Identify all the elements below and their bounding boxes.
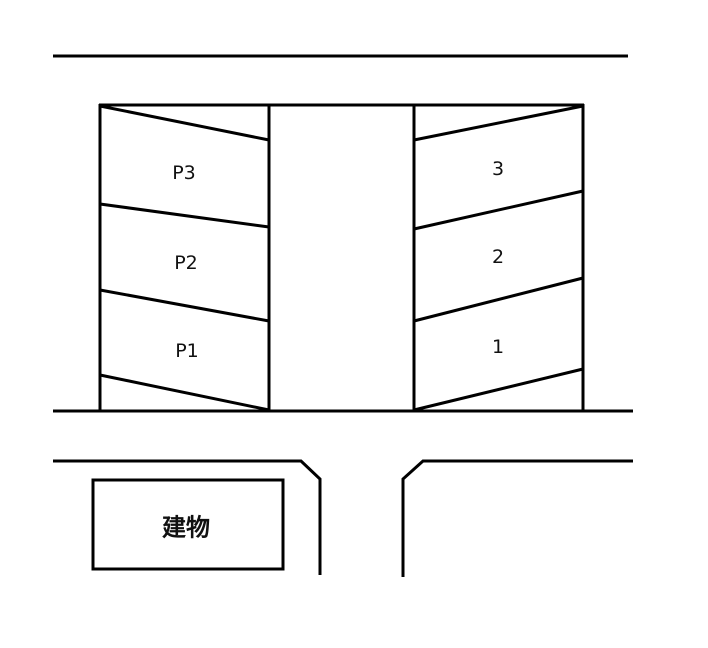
stall-divider xyxy=(99,104,270,142)
stall-divider xyxy=(413,104,584,142)
stall-divider xyxy=(99,288,270,323)
stall-divider xyxy=(413,276,584,323)
stall-divider xyxy=(99,373,270,412)
stall-divider xyxy=(413,367,584,412)
parking-space-p1: P1 xyxy=(175,340,199,362)
parking-space-1: 1 xyxy=(491,336,505,358)
parking-space-2: 2 xyxy=(491,246,505,268)
parking-space-3: 3 xyxy=(491,158,505,180)
stall-divider xyxy=(413,189,584,231)
lot-edge-lower-left xyxy=(53,459,322,575)
parking-space-p2: P2 xyxy=(174,252,198,274)
lot-edge-lower-right xyxy=(401,459,633,577)
building-outline xyxy=(91,478,285,571)
parking-space-p3: P3 xyxy=(172,162,196,184)
stall-divider xyxy=(99,202,270,229)
building-label: 建物 xyxy=(162,513,210,542)
